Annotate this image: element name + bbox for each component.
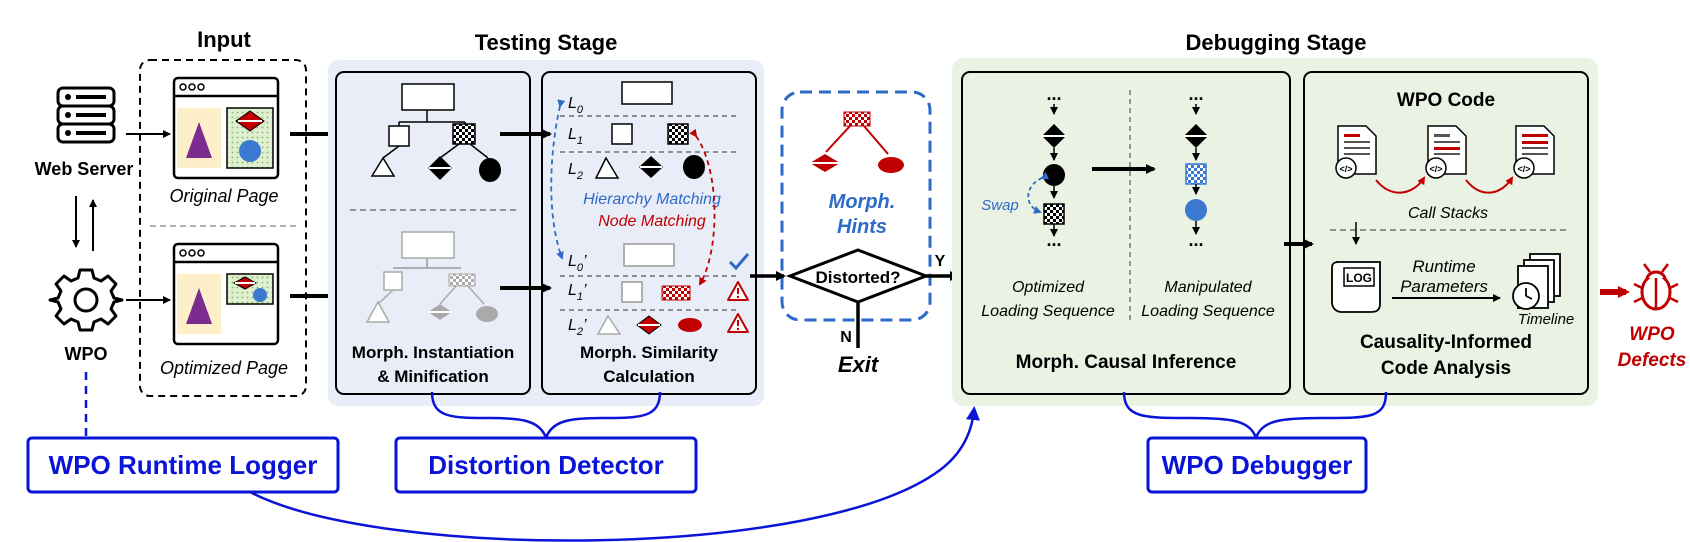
call-arrow: [1465, 176, 1514, 194]
wpo-debugger-label: WPO Debugger: [1162, 450, 1353, 480]
svg-text:</>: </>: [1429, 164, 1442, 174]
code-analysis-box: [1303, 71, 1589, 395]
defects-label-2: Defects: [1618, 350, 1687, 371]
level-label: L1’: [568, 282, 587, 303]
hierarchy-matching-arrow: [550, 99, 566, 260]
logger-to-debugger-arrow: [249, 406, 980, 542]
l0p-node: [623, 243, 675, 267]
code-file-icon: </>: [1425, 125, 1467, 179]
dots: ...: [1046, 230, 1061, 250]
web-server-label: Web Server: [35, 159, 134, 179]
dots: ...: [1188, 84, 1203, 104]
swap-arrow: [1027, 171, 1050, 214]
causal-inference-label: Morph. Causal Inference: [1016, 352, 1237, 373]
input-title: Input: [197, 27, 251, 52]
hints-label-1: Morph.: [829, 191, 896, 213]
l2-node-a: [594, 156, 620, 179]
code-file-icon: </>: [1335, 125, 1377, 179]
instantiation-label-2: & Minification: [377, 367, 488, 386]
optimized-page-window: [172, 242, 280, 346]
analysis-label-1: Causality-Informed: [1360, 332, 1532, 353]
optimized-page-label: Optimized Page: [160, 358, 288, 378]
warning-icon: [727, 313, 749, 333]
yes-label: Y: [935, 253, 946, 270]
level-label: L2’: [568, 317, 587, 338]
distortion-detector-label: Distortion Detector: [428, 450, 663, 480]
l0-node: [621, 81, 673, 105]
exit-label: Exit: [838, 352, 880, 377]
dots: ...: [1046, 84, 1061, 104]
level-label: L2: [568, 161, 583, 182]
similarity-label-2: Calculation: [603, 367, 695, 386]
log-icon: [1331, 261, 1381, 313]
decision-label: Distorted?: [816, 268, 901, 287]
wpo-label: WPO: [65, 344, 108, 364]
runtime-label-1: Runtime: [1412, 257, 1475, 276]
l1-node-b: [667, 123, 689, 145]
optimized-seq-label-2: Loading Sequence: [981, 303, 1115, 320]
bug-icon: [1633, 263, 1679, 311]
timeline-icon: [1512, 253, 1561, 310]
call-arrow: [1375, 176, 1426, 194]
dots: ...: [1188, 230, 1203, 250]
level-label: L0’: [568, 253, 587, 274]
original-page-window: [172, 76, 280, 180]
original-page-label: Original Page: [169, 186, 278, 206]
optimized-seq-label-1: Optimized: [1012, 279, 1085, 296]
warning-icon: [727, 281, 749, 301]
call-stacks-label: Call Stacks: [1408, 205, 1488, 222]
l2p-node-a: [596, 314, 622, 335]
level-dividers: [560, 115, 740, 311]
wpo-code-title: WPO Code: [1397, 90, 1495, 111]
manipulated-seq-label-2: Loading Sequence: [1141, 303, 1275, 320]
distortion-detector-module: [394, 436, 698, 494]
hints-label-2: Hints: [837, 216, 887, 238]
gear-icon: [48, 268, 124, 332]
optimized-morph-tree: [365, 231, 498, 323]
l1p-node-b: [661, 285, 691, 301]
level-label: L1: [568, 126, 583, 147]
testing-stage-title: Testing Stage: [475, 30, 618, 55]
swap-label: Swap: [981, 197, 1019, 214]
l1-node-a: [611, 123, 633, 145]
log-label: LOG: [1346, 271, 1372, 285]
l2-node-c: [683, 155, 705, 179]
l1p-node-a: [621, 281, 643, 303]
testing-stage-panel: [328, 60, 764, 406]
manipulated-sequence: ... ...: [1184, 84, 1208, 250]
causal-inference-box: [961, 71, 1291, 395]
runtime-logger-module: [26, 436, 340, 494]
instantiation-label-1: Morph. Instantiation: [352, 343, 514, 362]
level-label: L0: [568, 95, 584, 116]
node-matching-arrow: [689, 128, 716, 286]
server-icon: [56, 86, 116, 144]
check-icon: [728, 253, 750, 271]
l2p-node-c: [678, 318, 702, 332]
debugging-stage-title: Debugging Stage: [1186, 30, 1367, 55]
level-labels: L0 L1 L2 L0’ L1’ L2’: [568, 95, 587, 338]
runtime-logger-label: WPO Runtime Logger: [49, 450, 318, 480]
hint-tree: [810, 111, 904, 173]
similarity-box: [541, 71, 757, 395]
defects-label-1: WPO: [1629, 324, 1675, 345]
timeline-label: Timeline: [1518, 311, 1575, 328]
no-label: N: [840, 329, 852, 346]
analysis-label-2: Code Analysis: [1381, 358, 1511, 379]
code-file-icon: </>: [1513, 125, 1555, 179]
similarity-label-1: Morph. Similarity: [580, 343, 718, 362]
hierarchy-matching-label: Hierarchy Matching: [583, 191, 721, 208]
manipulated-seq-label-1: Manipulated: [1164, 279, 1252, 296]
svg-text:</>: </>: [1339, 164, 1352, 174]
wpo-debugger-module: [1146, 436, 1368, 494]
svg-text:</>: </>: [1517, 164, 1530, 174]
runtime-label-2: Parameters: [1400, 277, 1488, 296]
node-matching-label: Node Matching: [598, 213, 706, 230]
original-morph-tree: [370, 83, 501, 182]
